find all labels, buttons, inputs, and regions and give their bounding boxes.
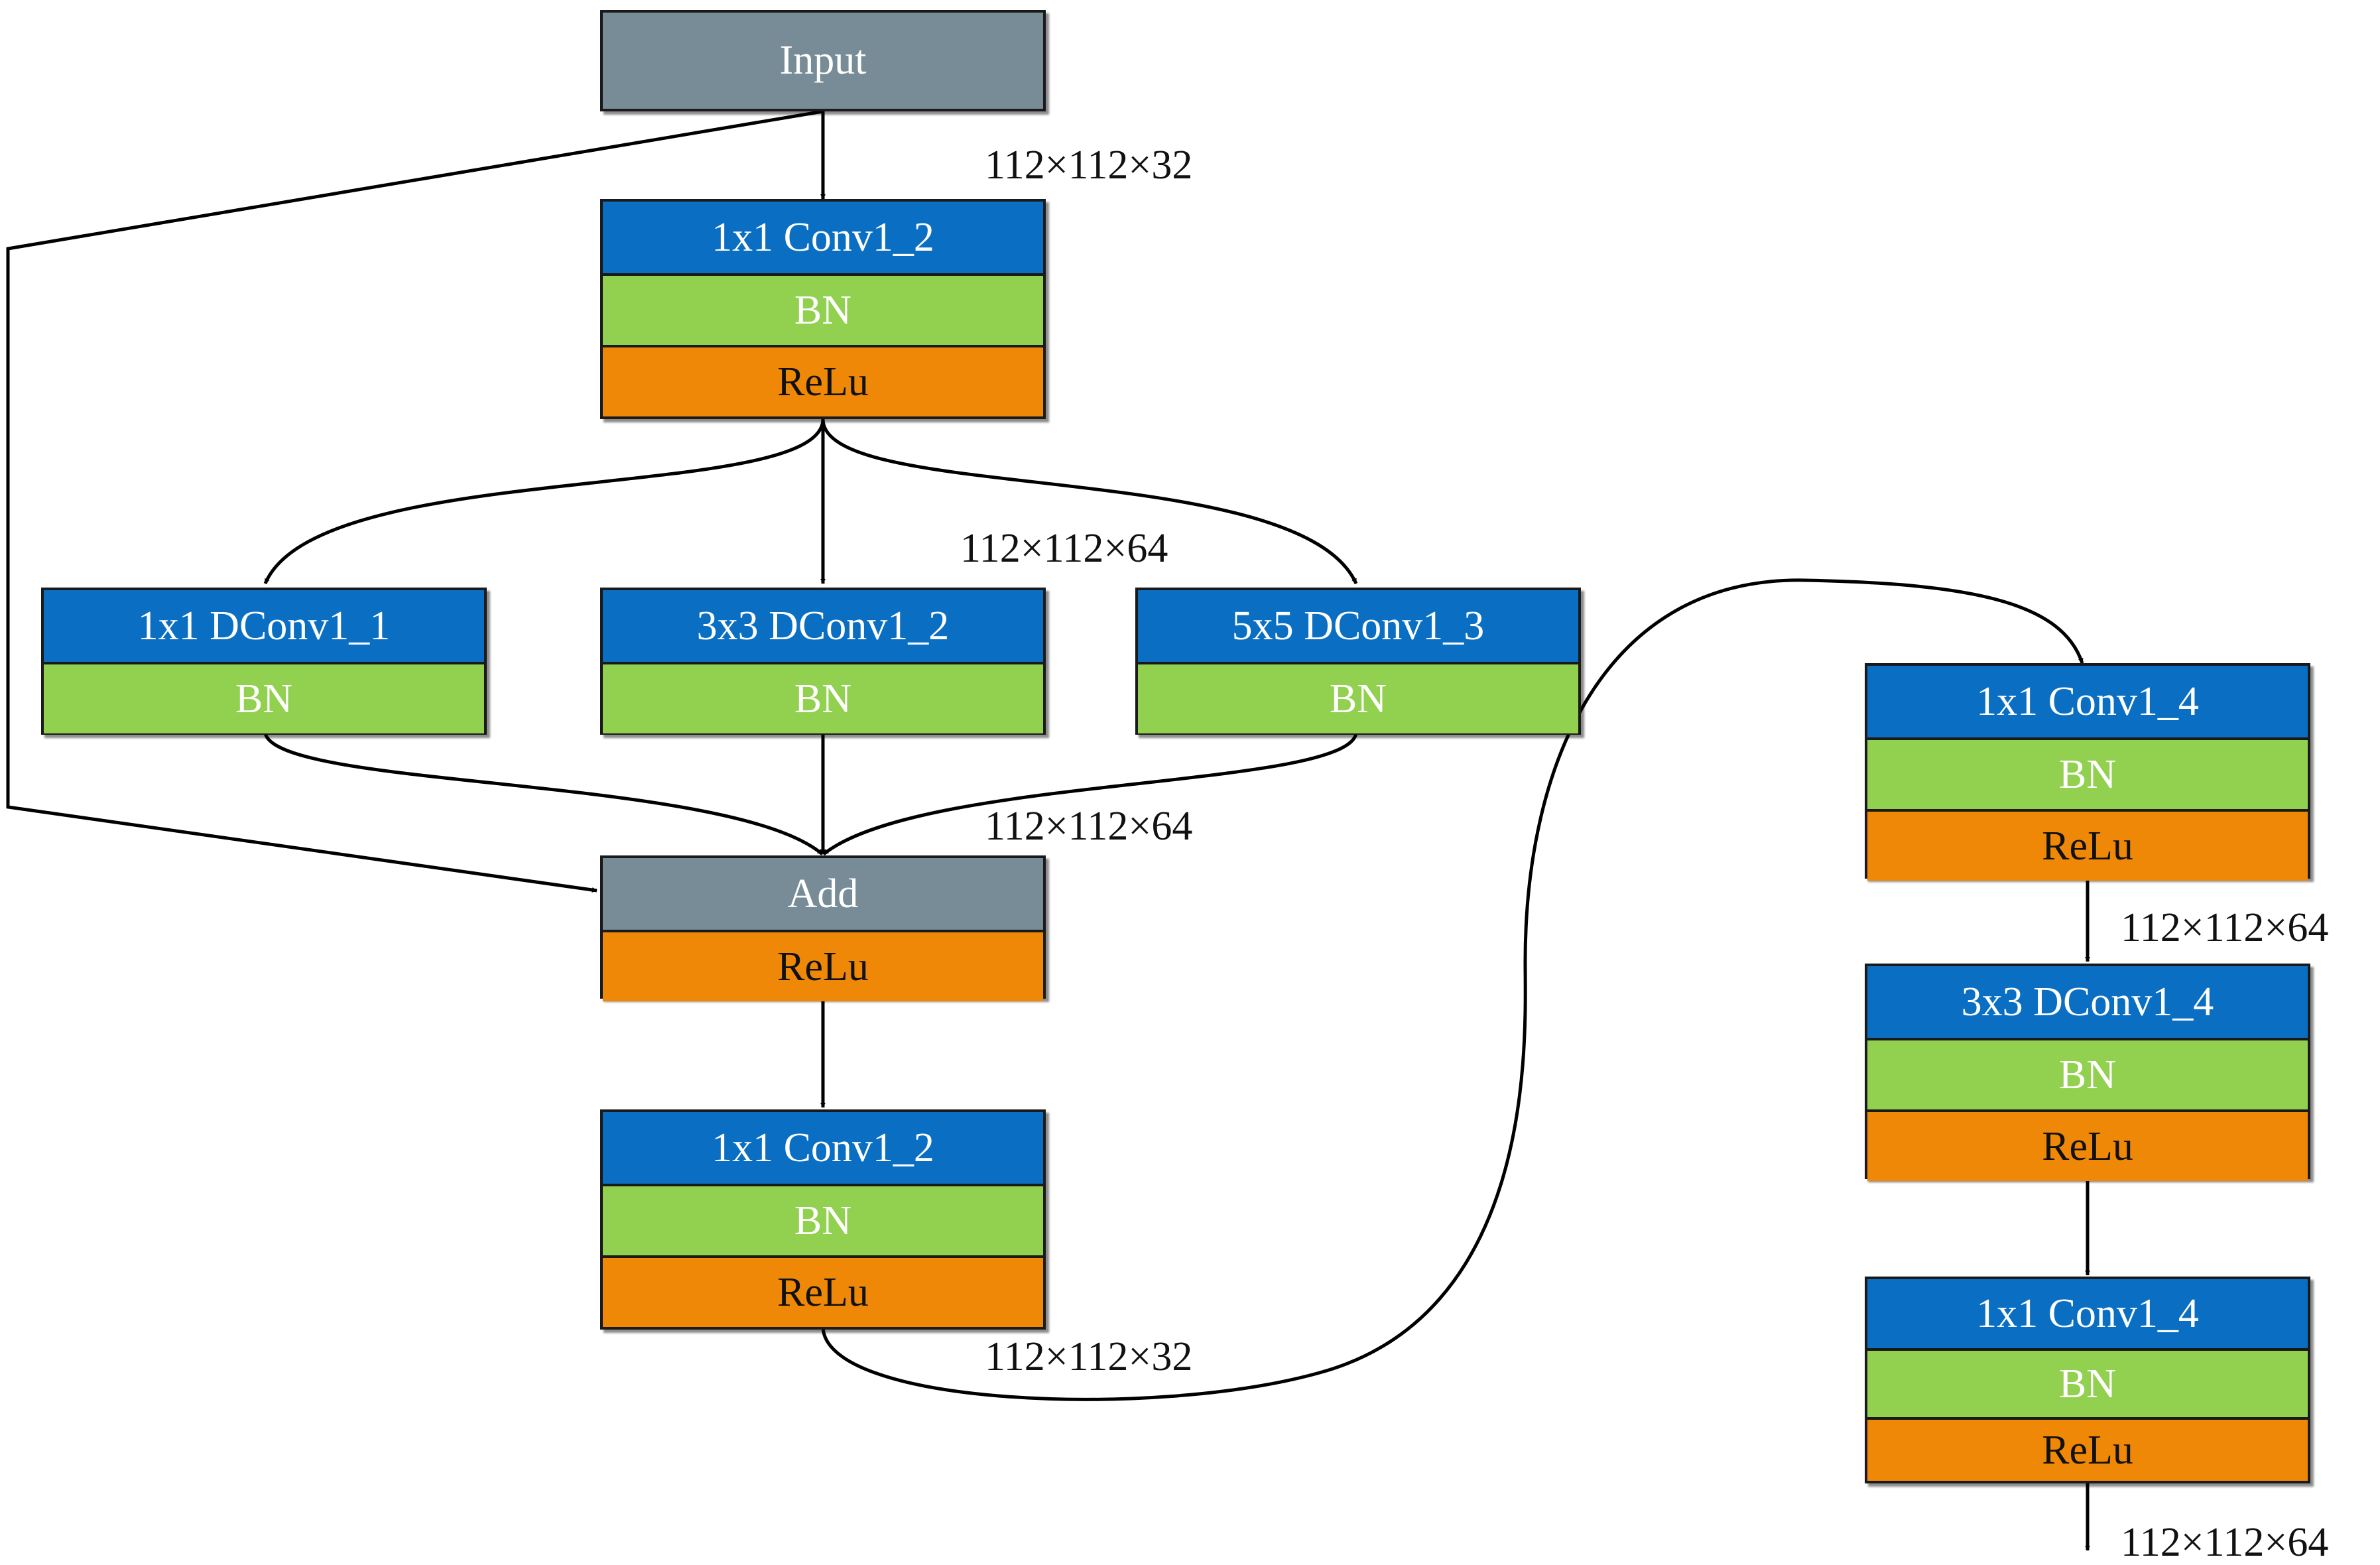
conv-top-bn-layer: BN xyxy=(603,273,1043,345)
merge-arrow-left xyxy=(263,733,824,855)
dim-after-input: 112×112×32 xyxy=(985,143,1193,188)
conv-mid-conv-layer: 1x1 Conv1_2 xyxy=(603,1112,1043,1184)
conv-top-relu-layer: ReLu xyxy=(603,345,1043,416)
dconv-r-relu-layer: ReLu xyxy=(1867,1109,2308,1181)
dconv1-bn-layer: BN xyxy=(44,662,484,733)
dconv-r-conv-layer: 3x3 DConv1_4 xyxy=(1867,966,2308,1038)
conv-r1-bn-layer: BN xyxy=(1867,737,2308,809)
conv-r1-block: 1x1 Conv1_4 BN ReLu xyxy=(1865,663,2310,881)
arrow-mid-to-right-column xyxy=(821,578,2084,1401)
dconv2-conv-layer: 3x3 DConv1_2 xyxy=(603,590,1043,662)
dim-output: 112×112×64 xyxy=(2121,1520,2329,1565)
dconv-r-block: 3x3 DConv1_4 BN ReLu xyxy=(1865,964,2310,1181)
dconv1-block: 1x1 DConv1_1 BN xyxy=(41,588,487,735)
input-block: Input xyxy=(600,10,1046,111)
dconv2-block: 3x3 DConv1_2 BN xyxy=(600,588,1046,735)
conv-mid-block: 1x1 Conv1_2 BN ReLu xyxy=(600,1109,1046,1330)
conv-top-conv-layer: 1x1 Conv1_2 xyxy=(603,202,1043,273)
branch-arrow-left xyxy=(263,418,825,584)
add-layer: Add xyxy=(603,858,1043,930)
dconv3-block: 5x5 DConv1_3 BN xyxy=(1135,588,1581,735)
conv-r2-block: 1x1 Conv1_4 BN ReLu xyxy=(1865,1277,2310,1483)
conv-r2-conv-layer: 1x1 Conv1_4 xyxy=(1867,1279,2308,1348)
conv-r1-conv-layer: 1x1 Conv1_4 xyxy=(1867,666,2308,737)
dconv3-conv-layer: 5x5 DConv1_3 xyxy=(1138,590,1578,662)
dim-after-conv-top: 112×112×64 xyxy=(960,526,1168,571)
dconv2-bn-layer: BN xyxy=(603,662,1043,733)
dim-after-dconv: 112×112×64 xyxy=(985,804,1193,849)
conv-mid-bn-layer: BN xyxy=(603,1184,1043,1255)
branch-arrow-right xyxy=(821,418,1358,585)
conv-top-block: 1x1 Conv1_2 BN ReLu xyxy=(600,199,1046,419)
input-label: Input xyxy=(603,13,1043,109)
merge-arrow-right xyxy=(822,733,1358,855)
dconv3-bn-layer: BN xyxy=(1138,662,1578,733)
conv-mid-relu-layer: ReLu xyxy=(603,1255,1043,1327)
dconv-r-bn-layer: BN xyxy=(1867,1038,2308,1109)
add-relu-layer: ReLu xyxy=(603,930,1043,1001)
conv-r2-relu-layer: ReLu xyxy=(1867,1417,2308,1481)
conv-r1-relu-layer: ReLu xyxy=(1867,809,2308,881)
skip-connection-line xyxy=(6,109,824,893)
dim-after-conv-r1: 112×112×64 xyxy=(2121,905,2329,950)
conv-r2-bn-layer: BN xyxy=(1867,1348,2308,1417)
dim-after-conv-mid: 112×112×32 xyxy=(985,1334,1193,1379)
dconv1-conv-layer: 1x1 DConv1_1 xyxy=(44,590,484,662)
add-block: Add ReLu xyxy=(600,855,1046,1001)
